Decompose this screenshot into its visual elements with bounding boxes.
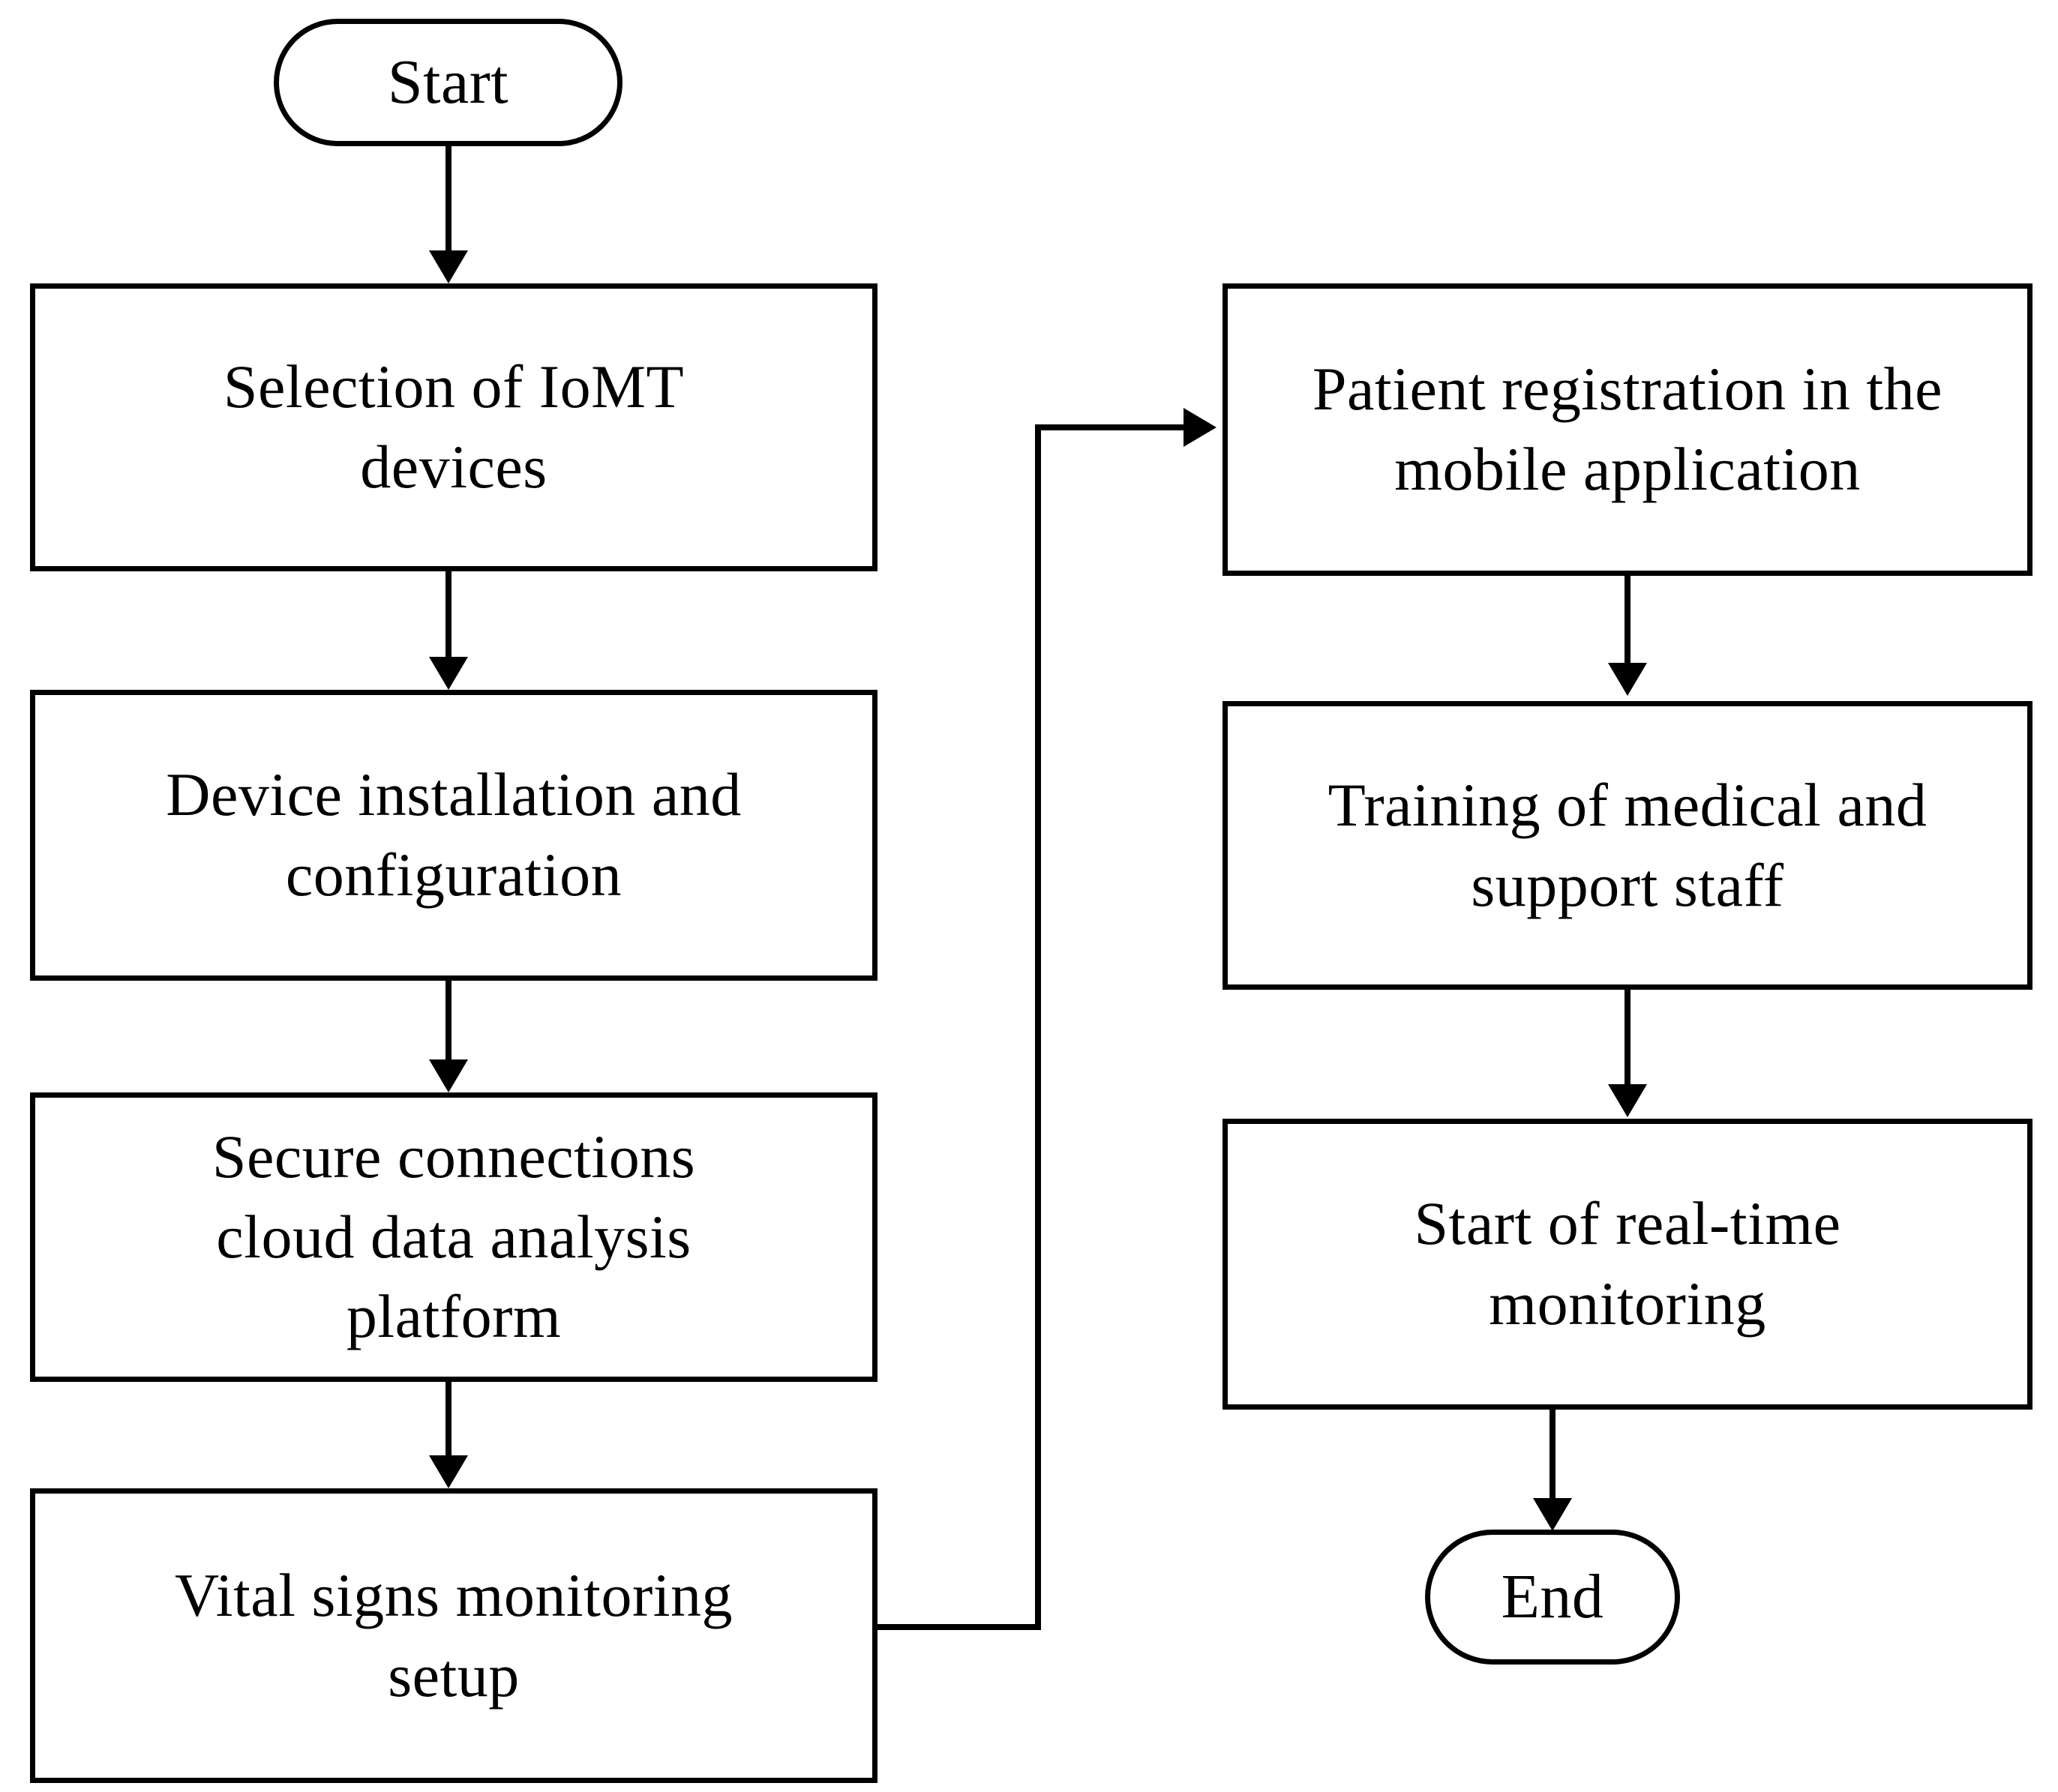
edge-registration-to-training-arrow: [1608, 663, 1647, 696]
edge-installation-to-secure-line: [446, 981, 452, 1063]
edge-vital-to-registration-segment-bottom: [872, 1624, 1041, 1630]
node-start-monitoring-label: Start of real-time monitoring: [1414, 1189, 1841, 1338]
node-end[interactable]: End: [1425, 1530, 1680, 1665]
edge-monitoring-to-end-line: [1550, 1410, 1556, 1503]
node-end-label: End: [1501, 1561, 1604, 1632]
edge-installation-to-secure-arrow: [429, 1059, 468, 1092]
node-secure-connections-label: Secure connections cloud data analysis p…: [212, 1122, 696, 1351]
edge-vital-to-registration-segment-top: [1035, 424, 1186, 430]
node-selection-of-iomt-devices[interactable]: Selection of IoMT devices: [30, 283, 878, 571]
edge-selection-to-installation-arrow: [429, 657, 468, 690]
edge-start-to-selection-line: [446, 146, 452, 255]
edge-registration-to-training-line: [1624, 576, 1630, 666]
node-patient-registration[interactable]: Patient registration in the mobile appli…: [1222, 283, 2032, 576]
edge-secure-to-vital-arrow: [429, 1455, 468, 1488]
edge-monitoring-to-end-arrow: [1533, 1498, 1572, 1531]
edge-training-to-monitoring-arrow: [1608, 1084, 1647, 1117]
node-patient-registration-label: Patient registration in the mobile appli…: [1312, 355, 1943, 503]
node-start-monitoring[interactable]: Start of real-time monitoring: [1222, 1119, 2032, 1410]
edge-selection-to-installation-line: [446, 571, 452, 661]
node-training-staff-label: Training of medical and support staff: [1328, 770, 1928, 919]
node-vital-signs-setup[interactable]: Vital signs monitoring setup: [30, 1488, 878, 1783]
node-selection-of-iomt-devices-label: Selection of IoMT devices: [223, 352, 685, 501]
node-vital-signs-setup-label: Vital signs monitoring setup: [174, 1560, 734, 1710]
edge-vital-to-registration-segment-vertical: [1035, 424, 1041, 1630]
node-device-installation-label: Device installation and configuration: [166, 760, 742, 909]
node-secure-connections[interactable]: Secure connections cloud data analysis p…: [30, 1092, 878, 1382]
node-device-installation[interactable]: Device installation and configuration: [30, 690, 878, 981]
node-start[interactable]: Start: [274, 19, 622, 146]
edge-vital-to-registration-arrow: [1184, 408, 1216, 447]
edge-training-to-monitoring-line: [1624, 990, 1630, 1087]
edge-start-to-selection-arrow: [429, 250, 468, 283]
node-start-label: Start: [387, 46, 509, 117]
node-training-staff[interactable]: Training of medical and support staff: [1222, 701, 2032, 990]
edge-secure-to-vital-line: [446, 1382, 452, 1461]
